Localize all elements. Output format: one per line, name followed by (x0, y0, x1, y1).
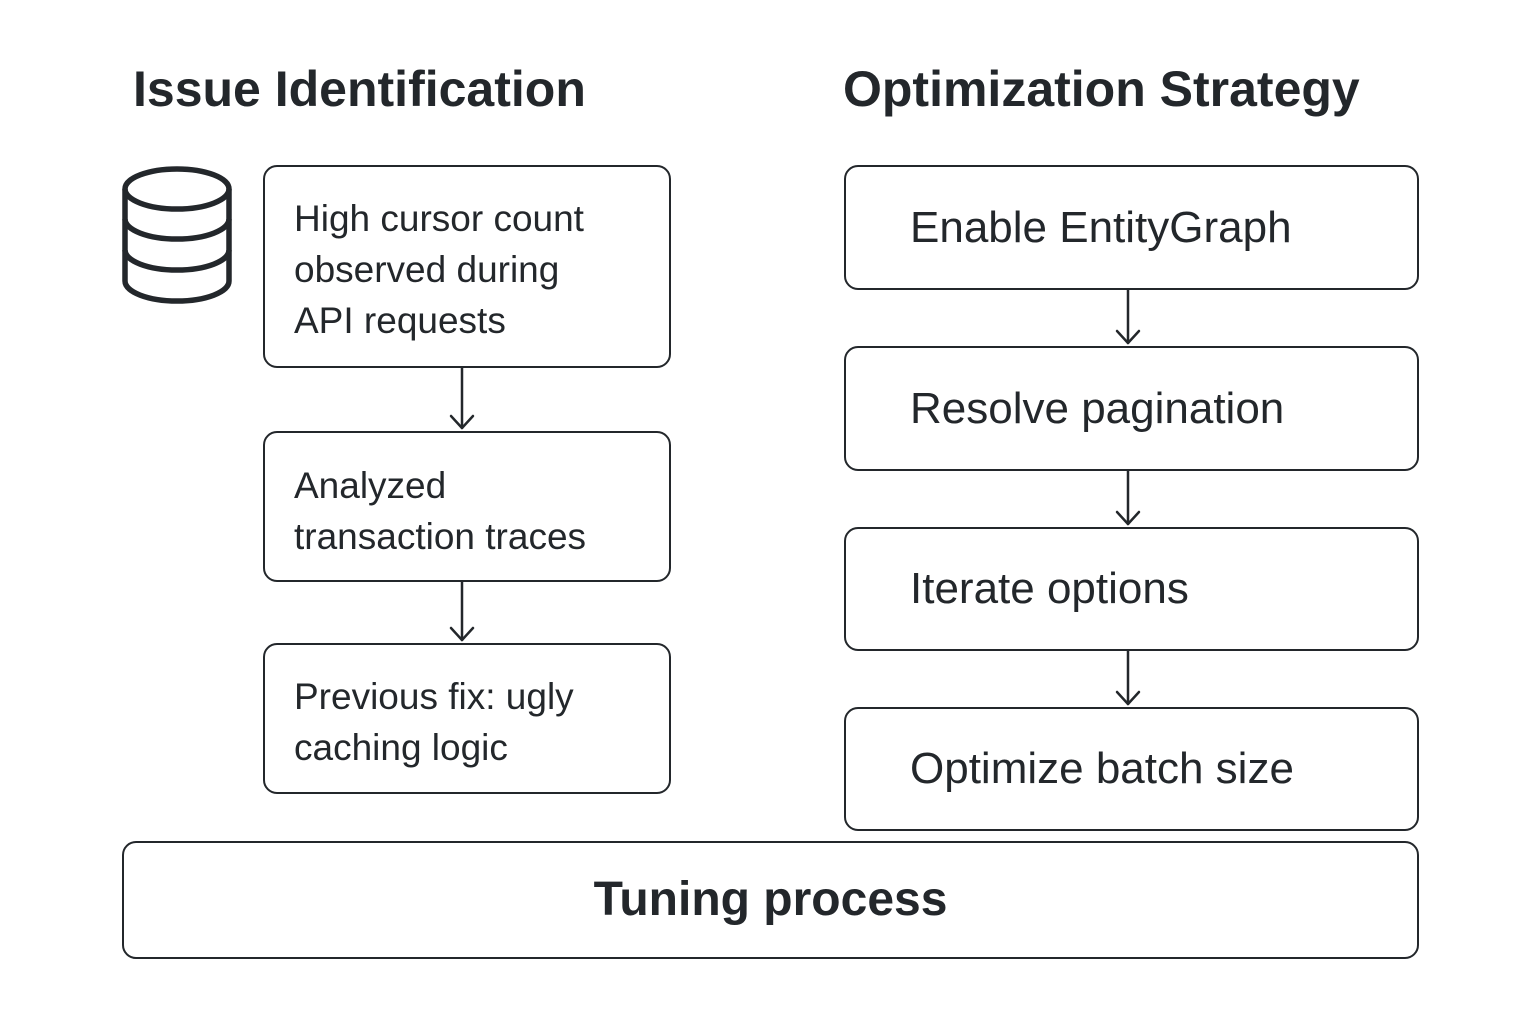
tuning-process-label: Tuning process (593, 873, 948, 926)
strategy-step-enable-entitygraph: Enable EntityGraph (844, 165, 1419, 290)
arrow-down-icon (449, 580, 475, 642)
arrow-down-icon (1115, 649, 1141, 706)
strategy-step-label: Enable EntityGraph (910, 202, 1292, 252)
arrow-down-icon (449, 366, 475, 430)
database-icon (122, 166, 232, 304)
issue-step-analyzed-traces: Analyzed transaction traces (263, 431, 671, 582)
optimization-strategy-heading: Optimization Strategy (843, 61, 1360, 117)
issue-step-high-cursor-count: High cursor count observed during API re… (263, 165, 671, 368)
strategy-step-iterate-options: Iterate options (844, 527, 1419, 651)
strategy-step-label: Iterate options (910, 564, 1189, 613)
arrow-down-icon (1115, 288, 1141, 345)
tuning-process-box: Tuning process (122, 841, 1419, 959)
strategy-step-optimize-batch-size: Optimize batch size (844, 707, 1419, 831)
issue-step-label: High cursor count observed during API re… (294, 198, 584, 341)
issue-step-label: Analyzed transaction traces (294, 465, 587, 557)
issue-step-previous-fix: Previous fix: ugly caching logic (263, 643, 671, 794)
strategy-step-resolve-pagination: Resolve pagination (844, 346, 1419, 471)
strategy-step-label: Resolve pagination (910, 383, 1285, 433)
issue-identification-heading: Issue Identification (133, 61, 586, 117)
arrow-down-icon (1115, 469, 1141, 526)
issue-step-label: Previous fix: ugly caching logic (294, 676, 574, 768)
strategy-step-label: Optimize batch size (910, 744, 1294, 793)
